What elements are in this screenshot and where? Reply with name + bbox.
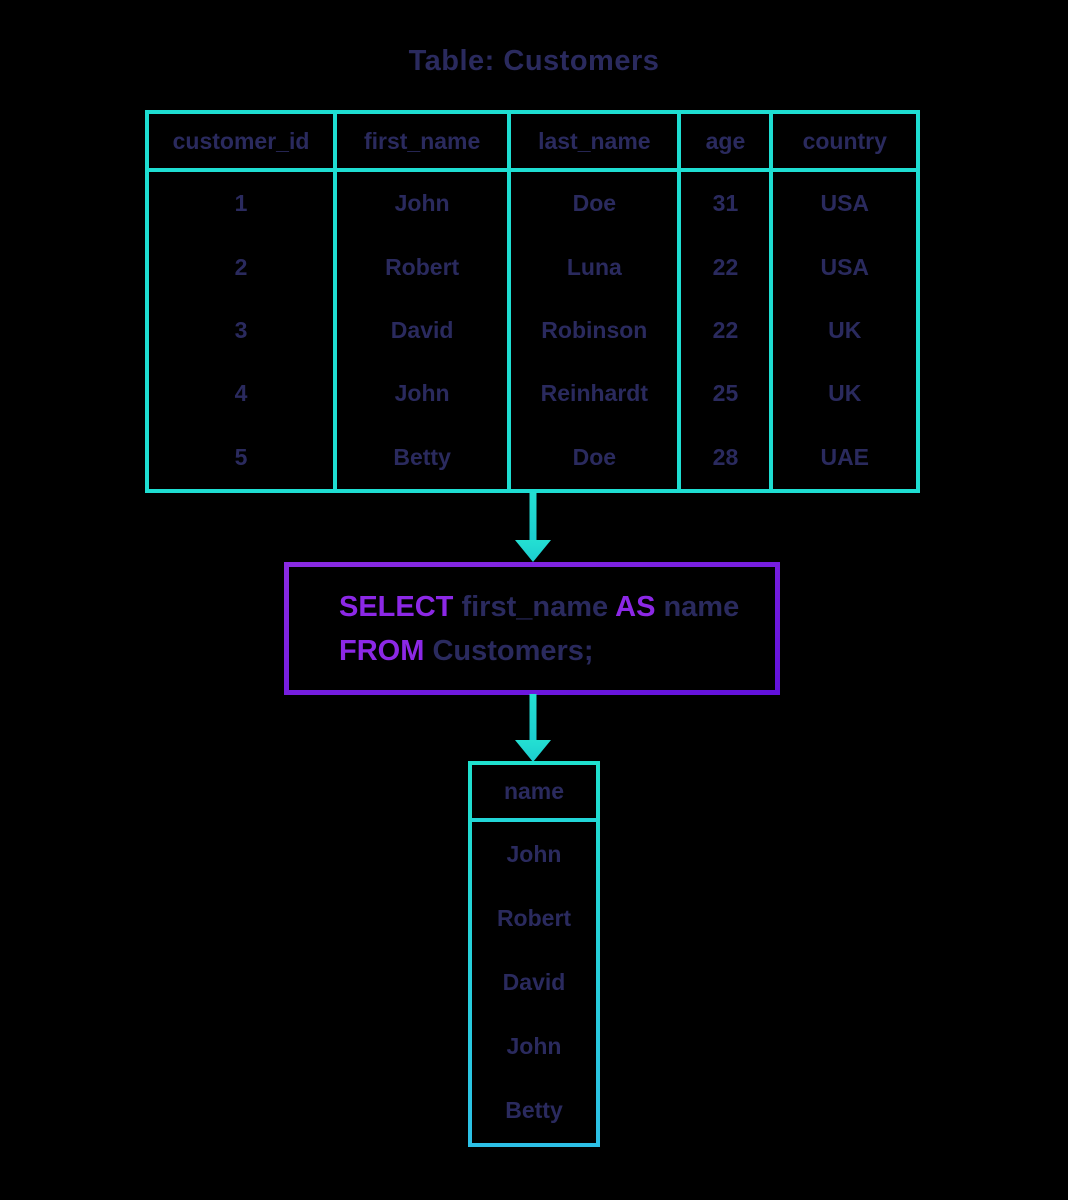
table-cell: Doe bbox=[511, 425, 682, 489]
table-cell: John bbox=[506, 1033, 562, 1060]
table-cell: 31 bbox=[681, 172, 774, 236]
table-cell: John bbox=[337, 362, 512, 426]
table-cell: Betty bbox=[337, 425, 512, 489]
table-cell: Reinhardt bbox=[511, 362, 682, 426]
table-cell: David bbox=[502, 968, 566, 995]
table-cell: Luna bbox=[511, 235, 682, 299]
table-cell: UK bbox=[828, 316, 862, 343]
table-cell: John bbox=[506, 840, 562, 867]
column-header: country bbox=[773, 114, 916, 172]
arrow-down-icon bbox=[515, 492, 551, 562]
column-header: name bbox=[472, 765, 596, 822]
table-cell: USA bbox=[820, 190, 870, 217]
table-cell: 1 bbox=[149, 172, 338, 236]
column-header: customer_id bbox=[149, 114, 338, 172]
table-cell: 3 bbox=[149, 298, 338, 363]
sql-text: name bbox=[663, 590, 740, 623]
table-cell: Robert bbox=[496, 904, 572, 931]
sql-keyword: SELECT bbox=[339, 590, 462, 623]
table-cell: 2 bbox=[149, 235, 338, 299]
sql-text: Customers; bbox=[432, 634, 594, 667]
table-cell: UK bbox=[828, 380, 862, 407]
column-header: first_name bbox=[337, 114, 512, 172]
column-header: last_name bbox=[511, 114, 682, 172]
sql-code-line: SELECT first_name AS name bbox=[339, 585, 775, 629]
table-cell: Robinson bbox=[511, 298, 682, 363]
diagram-title: Table: Customers bbox=[408, 45, 660, 77]
sql-text: first_name bbox=[461, 590, 616, 623]
sql-keyword: AS bbox=[615, 590, 664, 623]
column-header: age bbox=[681, 114, 774, 172]
table-cell: David bbox=[337, 298, 512, 363]
table-cell: USA bbox=[820, 253, 870, 280]
table-cell: 22 bbox=[681, 298, 774, 363]
table-cell: Betty bbox=[505, 1097, 563, 1124]
sql-code-line: FROM Customers; bbox=[339, 629, 775, 673]
table-cell: 28 bbox=[681, 425, 774, 489]
table-cell: Doe bbox=[511, 172, 682, 236]
table-cell: John bbox=[337, 172, 512, 236]
arrow-down-icon bbox=[515, 694, 551, 762]
table-cell: Robert bbox=[337, 235, 512, 299]
table-cell: 4 bbox=[149, 362, 338, 426]
table-cell: UAE bbox=[820, 443, 870, 470]
table-cell: 5 bbox=[149, 425, 338, 489]
table-cell: 25 bbox=[681, 362, 774, 426]
sql-keyword: FROM bbox=[339, 634, 433, 667]
table-cell: 22 bbox=[681, 235, 774, 299]
